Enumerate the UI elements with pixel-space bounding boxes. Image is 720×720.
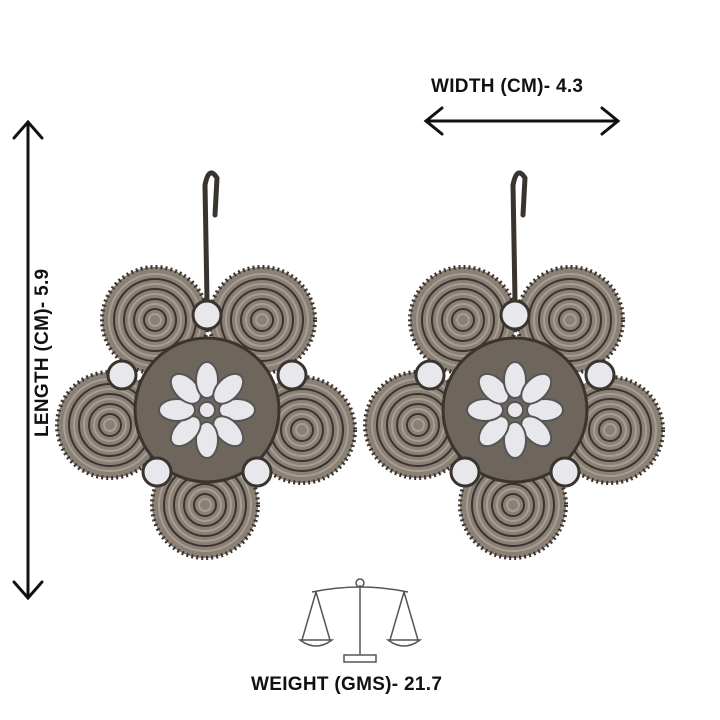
spiral-ring (193, 493, 217, 517)
petal-stone (503, 421, 527, 459)
spiral-ring (543, 293, 597, 347)
spiral-ring (280, 408, 324, 452)
center-stone (506, 401, 524, 419)
spiral-ring (446, 303, 480, 337)
petal-stone (169, 372, 202, 405)
spiral-ring (93, 408, 127, 442)
spiral-ring (426, 283, 500, 357)
spiral-ring (118, 283, 192, 357)
spiral-ring (240, 298, 284, 342)
petal-stone (477, 372, 510, 405)
petal-stone (195, 421, 219, 459)
accent-stone (414, 359, 446, 391)
spiral-ring (230, 288, 294, 352)
spiral-ring (538, 288, 602, 352)
spiral-ring (245, 303, 279, 337)
spiral-ring (138, 303, 172, 337)
spiral-ring (183, 483, 227, 527)
spiral-ring (290, 418, 314, 442)
petal-stone (477, 415, 510, 448)
petal-stone (526, 398, 564, 422)
spiral-ring (255, 313, 269, 327)
spiral-ring (456, 313, 470, 327)
petal-stone (218, 398, 256, 422)
weight-label: WEIGHT (GMS)- 21.7 (251, 674, 443, 695)
spiral-ring (598, 418, 622, 442)
spiral-ring (558, 308, 582, 332)
spiral-ring (295, 423, 309, 437)
width-arrow (423, 106, 621, 136)
earring-right (363, 170, 665, 560)
spiral-ring (548, 298, 592, 342)
accent-stone (241, 456, 273, 488)
spiral-ring (225, 283, 299, 357)
spiral-ring (103, 418, 117, 432)
hook (510, 170, 528, 303)
length-label: LENGTH (CM)- 5.9 (32, 268, 53, 437)
spiral-ring (431, 288, 495, 352)
spiral-ring (88, 403, 132, 447)
length-arrow (12, 119, 44, 601)
spiral-ring (285, 413, 319, 447)
petal-stone (212, 372, 245, 405)
accent-stone (584, 359, 616, 391)
petal-stone (195, 361, 219, 399)
spiral-ring (396, 403, 440, 447)
spiral-ring (411, 418, 425, 432)
spiral-ring (98, 413, 122, 437)
petal-stone (169, 415, 202, 448)
spiral-ring (133, 298, 177, 342)
spiral-ring (235, 293, 289, 347)
spiral-ring (603, 423, 617, 437)
accent-stone (499, 299, 531, 331)
spiral-ring (148, 313, 162, 327)
spiral-ring (436, 293, 490, 347)
spiral-ring (496, 488, 530, 522)
spiral-ring (588, 408, 632, 452)
earring-left (55, 170, 357, 560)
accent-stone (141, 456, 173, 488)
petal-stone (466, 398, 504, 422)
center-stone (198, 401, 216, 419)
hook (202, 170, 220, 303)
spiral-ring (250, 308, 274, 332)
accent-stone (449, 456, 481, 488)
spiral-ring (198, 498, 212, 512)
spiral-ring (533, 283, 607, 357)
petal-stone (158, 398, 196, 422)
accent-stone (106, 359, 138, 391)
accent-stone (276, 359, 308, 391)
petal-stone (212, 415, 245, 448)
spiral-ring (401, 408, 435, 442)
weighing-scale-icon (297, 578, 423, 663)
petal-stone (503, 361, 527, 399)
spiral-ring (123, 288, 187, 352)
spiral-ring (451, 308, 475, 332)
spiral-ring (406, 413, 430, 437)
spiral-ring (441, 298, 485, 342)
petal-stone (520, 372, 553, 405)
spiral-ring (593, 413, 627, 447)
spiral-ring (506, 498, 520, 512)
petal-stone (520, 415, 553, 448)
spiral-ring (563, 313, 577, 327)
accent-stone (191, 299, 223, 331)
spiral-ring (491, 483, 535, 527)
spiral-ring (143, 308, 167, 332)
spiral-ring (188, 488, 222, 522)
accent-stone (549, 456, 581, 488)
spiral-ring (553, 303, 587, 337)
spiral-ring (501, 493, 525, 517)
width-label: WIDTH (CM)- 4.3 (431, 76, 584, 97)
spiral-ring (128, 293, 182, 347)
